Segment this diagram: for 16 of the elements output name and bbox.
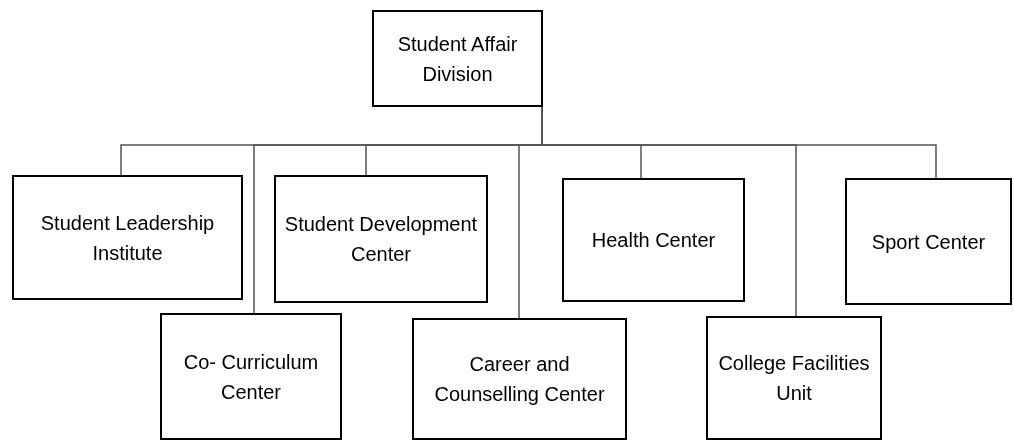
unit-name: Student Affair Division <box>396 31 519 87</box>
unit-name: Student Leadership Institute <box>39 210 216 266</box>
unit-name: Sport Center <box>871 229 986 255</box>
org-unit-box <box>274 175 488 303</box>
unit-name: Career and Counselling Center <box>433 352 606 407</box>
org-unit-box <box>412 318 627 440</box>
unit-name: Health Center <box>591 228 716 253</box>
unit-name: College Facilities Unit <box>717 351 871 406</box>
org-unit-box <box>706 316 882 440</box>
org-unit-box <box>845 178 1012 305</box>
unit-name: Co- Curriculum Center <box>182 349 320 405</box>
unit-name: Student Development Center <box>284 212 478 267</box>
org-unit-box <box>12 175 243 300</box>
org-unit-box <box>562 178 745 302</box>
org-unit-box <box>160 313 342 440</box>
org-unit-box <box>372 10 543 107</box>
